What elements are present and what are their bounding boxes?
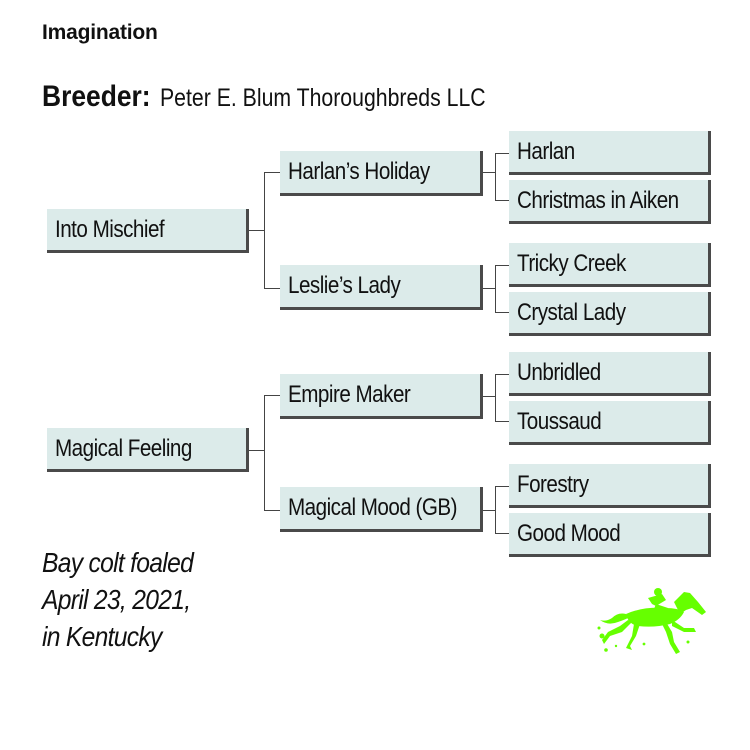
dam-sire-dam-box: Toussaud xyxy=(509,401,711,445)
connector xyxy=(264,395,265,511)
dam-sire-dam-name: Toussaud xyxy=(517,407,602,435)
connector xyxy=(495,265,496,313)
foaled-line-1: Bay colt foaled xyxy=(42,547,194,578)
sire-dam-name: Leslie’s Lady xyxy=(288,272,401,299)
connector xyxy=(495,265,509,266)
foaled-line-3: in Kentucky xyxy=(42,621,162,652)
sire-sire-sire-name: Harlan xyxy=(517,137,575,165)
dam-dam-sire-name: Forestry xyxy=(517,470,589,498)
dam-dam-box: Magical Mood (GB) xyxy=(280,487,483,532)
breeder-label: Breeder: xyxy=(42,80,151,113)
dam-sire-name: Empire Maker xyxy=(288,381,411,408)
sire-sire-box: Harlan’s Holiday xyxy=(280,151,483,196)
connector xyxy=(264,510,280,511)
connector xyxy=(264,172,265,289)
connector xyxy=(249,450,264,451)
sire-dam-sire-box: Tricky Creek xyxy=(509,243,711,287)
connector xyxy=(495,533,509,534)
breeder-line: Breeder: Peter E. Blum Thoroughbreds LLC xyxy=(42,80,543,114)
dam-sire-box: Empire Maker xyxy=(280,374,483,419)
sire-sire-sire-box: Harlan xyxy=(509,131,711,175)
connector xyxy=(495,486,509,487)
sire-sire-name: Harlan’s Holiday xyxy=(288,158,430,185)
connector xyxy=(264,395,280,396)
dam-sire-sire-name: Unbridled xyxy=(517,358,601,386)
dam-sire-sire-box: Unbridled xyxy=(509,352,711,396)
page-title: Imagination xyxy=(42,21,158,44)
sire-dam-box: Leslie’s Lady xyxy=(280,265,483,310)
connector xyxy=(495,200,509,201)
connector xyxy=(264,172,280,173)
sire-sire-dam-name: Christmas in Aiken xyxy=(517,186,679,214)
dam-dam-dam-name: Good Mood xyxy=(517,519,621,547)
connector xyxy=(495,421,509,422)
horse-and-jockey-icon xyxy=(597,588,706,654)
dam-name: Magical Feeling xyxy=(55,434,192,462)
connector xyxy=(495,312,509,313)
connector xyxy=(483,396,495,397)
sire-dam-sire-name: Tricky Creek xyxy=(517,249,626,277)
connector xyxy=(495,153,496,201)
connector xyxy=(483,288,495,289)
connector xyxy=(483,172,495,173)
breeder-name: Peter E. Blum Thoroughbreds LLC xyxy=(159,84,486,112)
sire-sire-dam-box: Christmas in Aiken xyxy=(509,180,711,224)
connector xyxy=(264,288,280,289)
sire-dam-dam-name: Crystal Lady xyxy=(517,298,626,326)
connector xyxy=(483,510,495,511)
dam-dam-name: Magical Mood (GB) xyxy=(288,494,458,521)
dam-dam-dam-box: Good Mood xyxy=(509,513,711,557)
foaled-info: Bay colt foaled April 23, 2021, in Kentu… xyxy=(42,544,214,655)
connector xyxy=(495,374,496,422)
foaled-line-2: April 23, 2021, xyxy=(42,584,191,615)
connector xyxy=(495,486,496,534)
connector xyxy=(249,230,264,231)
sire-box: Into Mischief xyxy=(47,209,249,253)
dam-dam-sire-box: Forestry xyxy=(509,464,711,508)
sire-name: Into Mischief xyxy=(55,215,165,243)
sire-dam-dam-box: Crystal Lady xyxy=(509,292,711,336)
dam-box: Magical Feeling xyxy=(47,428,249,472)
connector xyxy=(495,374,509,375)
connector xyxy=(495,153,509,154)
